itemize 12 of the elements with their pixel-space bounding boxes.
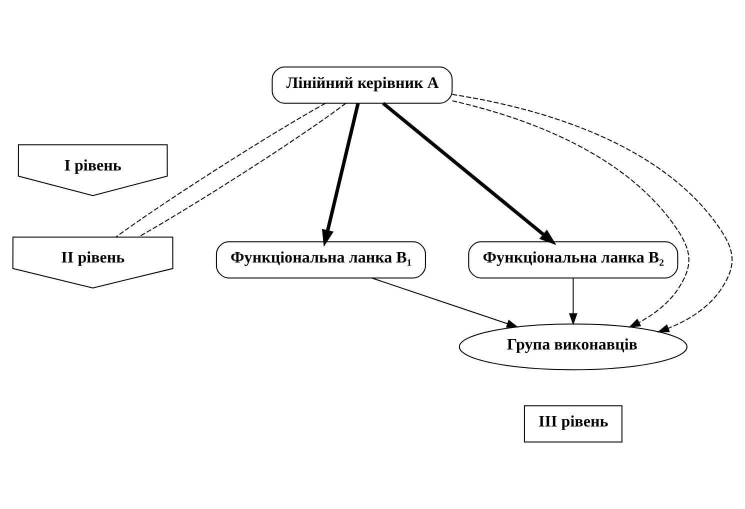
- connector: [138, 102, 346, 238]
- node-box: Функціональна ланка В₂: [468, 241, 678, 278]
- arrow: [452, 100, 690, 328]
- arrow: [322, 102, 360, 247]
- node-box: Лінійний керівник А: [272, 66, 453, 104]
- node-box: ІІІ рівень: [524, 405, 622, 442]
- arrow: [372, 278, 519, 328]
- arrow: [568, 278, 578, 326]
- arrow: [382, 102, 556, 246]
- node-box: Функціональна ланка В₁: [216, 241, 426, 278]
- arrow: [452, 94, 732, 332]
- connector: [116, 102, 326, 238]
